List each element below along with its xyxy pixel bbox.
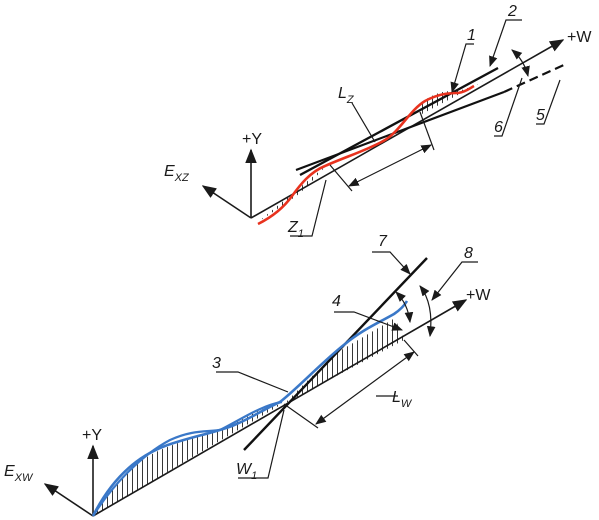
top-diagram: +Y +W EXZ LZ Z1 1 2 5 6 [164, 3, 592, 240]
top-leader-z1 [290, 179, 327, 237]
bottom-leader-8 [431, 261, 478, 301]
bottom-hatch-area-right [284, 318, 404, 404]
top-red-curve [257, 84, 475, 226]
bottom-leader-4 [334, 311, 404, 331]
bottom-dim-line-lw [315, 351, 415, 425]
top-leader-1 [450, 43, 474, 94]
top-leader-6 [494, 77, 523, 137]
top-axis-w-label: +W [567, 29, 592, 46]
top-axis-e-label: EXZ [164, 163, 190, 184]
bottom-axis-w [92, 299, 468, 517]
top-dim-ext-left [329, 164, 353, 192]
bottom-len-label: LW [392, 389, 413, 410]
top-len-label: LZ [338, 85, 355, 106]
top-axis-exz [201, 185, 252, 219]
bottom-axis-w-label: +W [466, 287, 491, 304]
bottom-blue-curve-lower [92, 400, 283, 517]
top-leader-5 [536, 79, 561, 125]
top-dim-line-lz [348, 144, 432, 187]
bottom-callout-3: 3 [212, 355, 221, 372]
top-callout-1: 1 [467, 27, 476, 44]
top-callout-6: 6 [494, 119, 503, 136]
bottom-axis-y-label: +Y [82, 427, 102, 444]
top-angle-arc [511, 49, 530, 78]
top-tangent-line-b [295, 90, 505, 172]
bottom-axis-e-label: EXW [4, 463, 34, 484]
top-point-label: Z1 [287, 219, 304, 240]
bottom-dim-ext-right [403, 339, 419, 357]
bottom-callout-8: 8 [464, 245, 473, 262]
bottom-leader-3 [216, 371, 289, 393]
top-axis-y-label: +Y [242, 131, 262, 148]
bottom-axis-exw [43, 483, 94, 517]
bottom-leader-w1 [238, 409, 285, 479]
bottom-angle-arc-b [419, 285, 436, 338]
top-dim-ext-right [419, 111, 435, 151]
top-callout-2: 2 [507, 3, 517, 20]
bottom-dim-ext-left [283, 403, 319, 429]
bottom-point-label: W1 [236, 461, 257, 482]
top-leader-2 [489, 19, 522, 68]
bottom-angle-arc-a [395, 291, 414, 324]
bottom-diagram: +Y +W EXW LW W1 3 4 7 8 [4, 233, 491, 517]
bottom-tangent-line [243, 257, 428, 451]
top-extension-line [503, 62, 567, 94]
bottom-callout-7: 7 [378, 233, 388, 250]
bottom-callout-4: 4 [332, 293, 341, 310]
bottom-leader-7 [372, 251, 411, 275]
top-callout-5: 5 [536, 107, 545, 124]
top-tangent-line-a [299, 66, 499, 177]
top-leader-lz [351, 102, 376, 143]
